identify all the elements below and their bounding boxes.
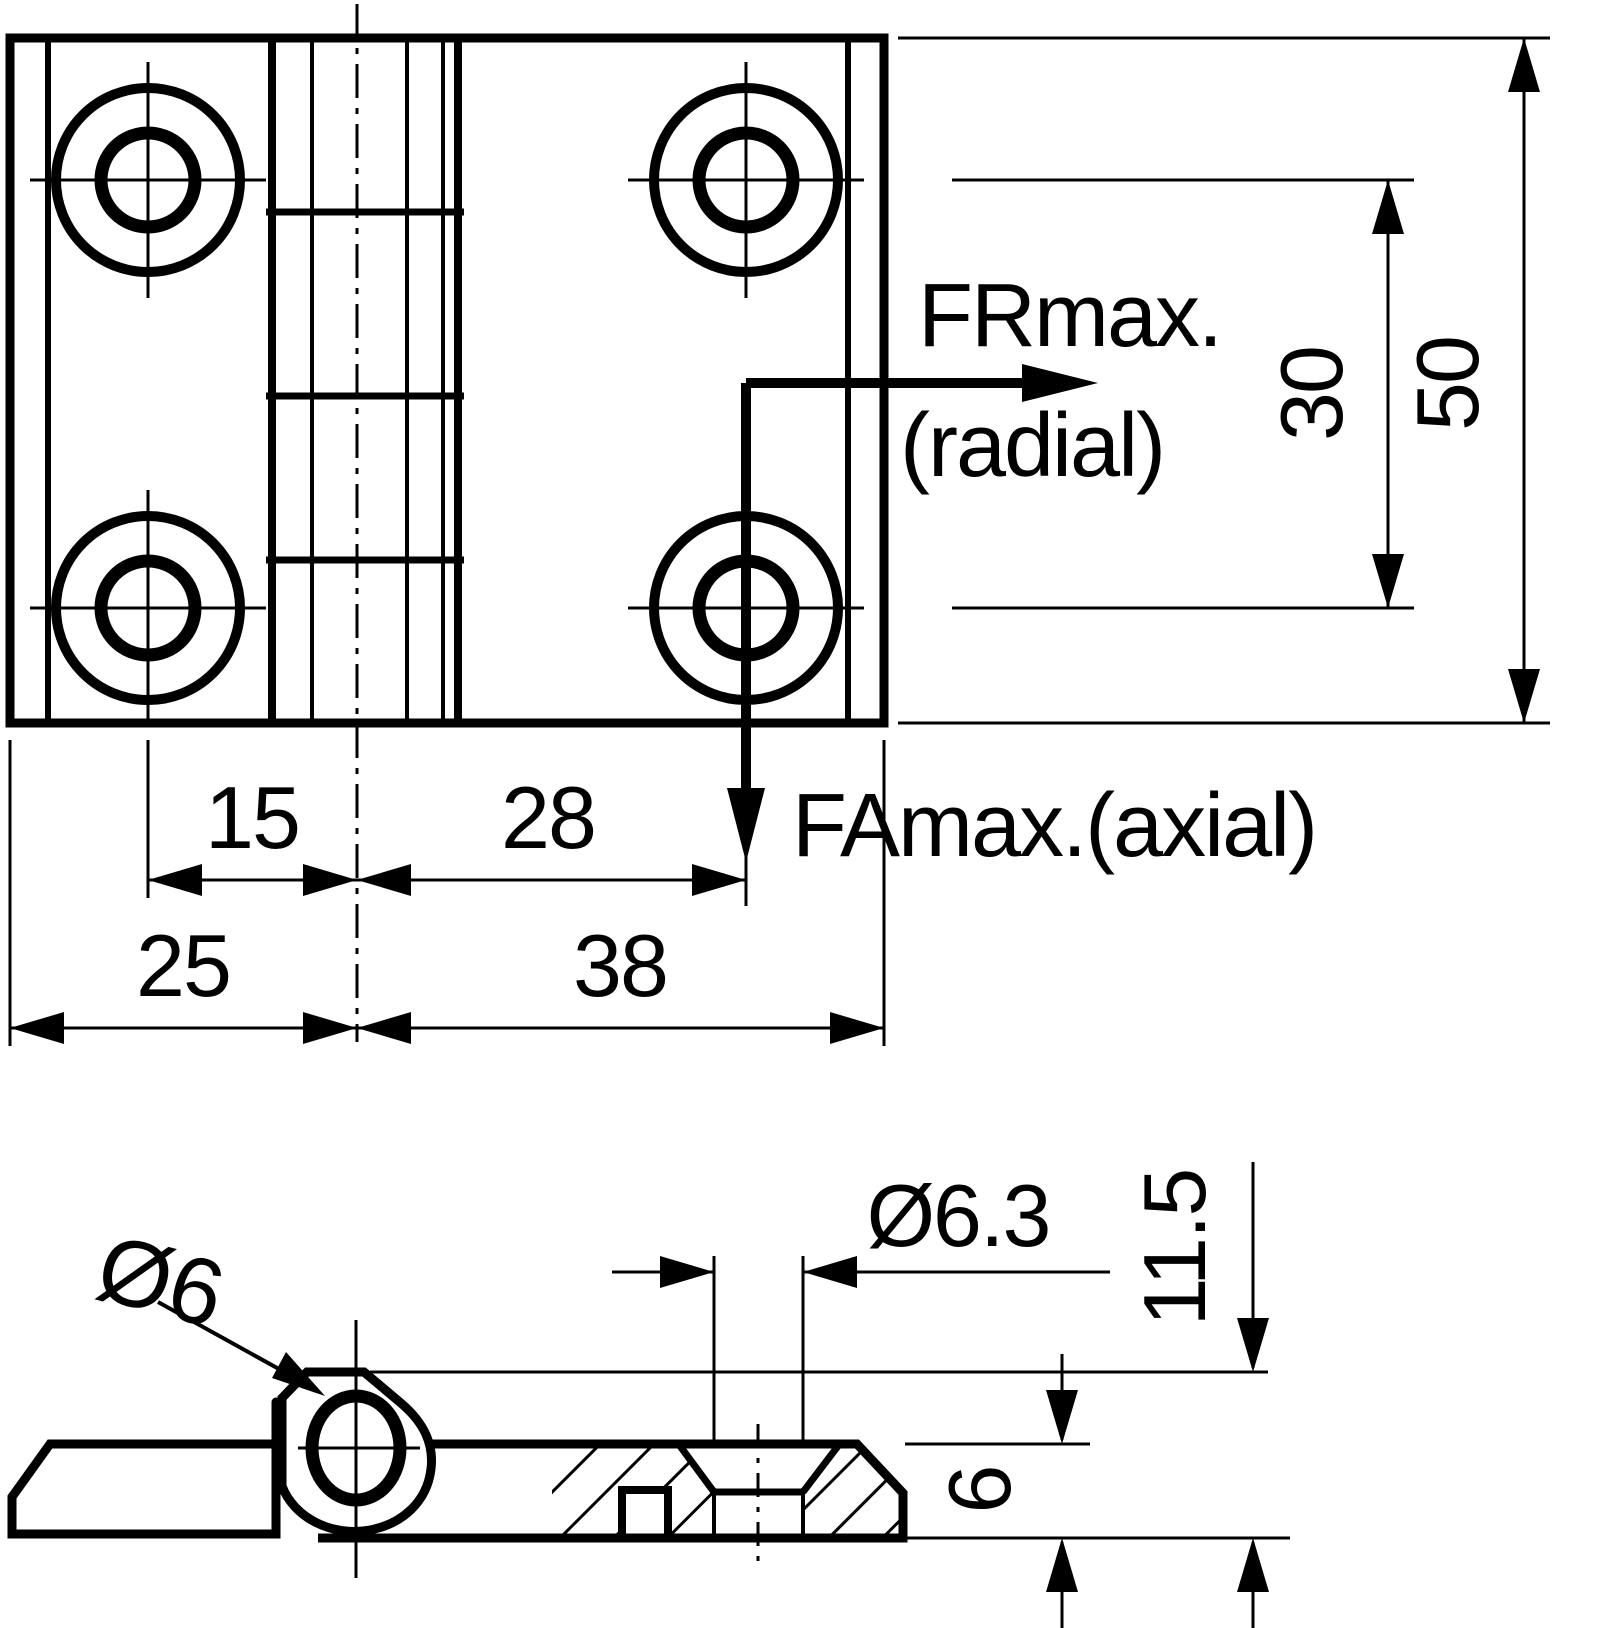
fa-arrowhead: [727, 788, 765, 862]
mounting-hole-top-right: [628, 62, 864, 298]
dim-25-value: 25: [136, 916, 230, 1015]
dim-30-value: 30: [1262, 347, 1361, 441]
groove: [618, 1486, 672, 1538]
fa-force-arrow: FAmax.(axial): [727, 383, 1318, 876]
knuckle-lines: [266, 38, 464, 723]
dim-total-height: 11.5: [1125, 1162, 1269, 1628]
fa-label: FAmax.(axial): [792, 776, 1316, 876]
section-hatching: [552, 1444, 903, 1538]
dim-hole-diameter: Ø6.3: [612, 1166, 1110, 1446]
dim-15-value: 15: [205, 768, 299, 867]
total-height-value: 11.5: [1125, 1170, 1224, 1327]
extension-lines: [370, 1370, 1290, 1540]
dim-25-38: 25 38: [8, 740, 886, 1046]
fr-arrowhead: [1022, 364, 1098, 402]
dim-15-28: 15 28: [146, 740, 748, 906]
mounting-hole-top-left: [30, 62, 266, 298]
dim-30: 30: [952, 178, 1414, 610]
side-view: Ø6 Ø6.3 11.5 6: [7, 1162, 1290, 1628]
dim-38-value: 38: [573, 916, 667, 1015]
dim-50-value: 50: [1398, 337, 1497, 431]
top-view: FRmax. (radial) FAmax.(axial) 30 50: [5, 4, 1550, 1046]
dim-28-value: 28: [501, 768, 595, 867]
hole-diameter-value: Ø6.3: [867, 1166, 1050, 1265]
right-leaf-section: [318, 1424, 908, 1568]
mounting-hole-bottom-left: [30, 490, 266, 726]
dim-50: 50: [898, 36, 1550, 725]
dim-pin-diameter: Ø6: [87, 1214, 325, 1396]
left-leaf-profile: [7, 1439, 281, 1539]
pin-hole: [298, 1320, 420, 1578]
fr-label: FRmax.: [918, 266, 1221, 366]
countersunk-hole: [677, 1424, 841, 1568]
leader-arrowhead: [272, 1352, 325, 1396]
fr-qualifier: (radial): [900, 396, 1164, 496]
dim-leaf-thickness: 6: [930, 1354, 1078, 1628]
pin-diameter-value: Ø6: [87, 1214, 235, 1348]
fr-force-arrow: FRmax. (radial): [746, 266, 1223, 496]
leaf-thickness-value: 6: [930, 1467, 1029, 1514]
